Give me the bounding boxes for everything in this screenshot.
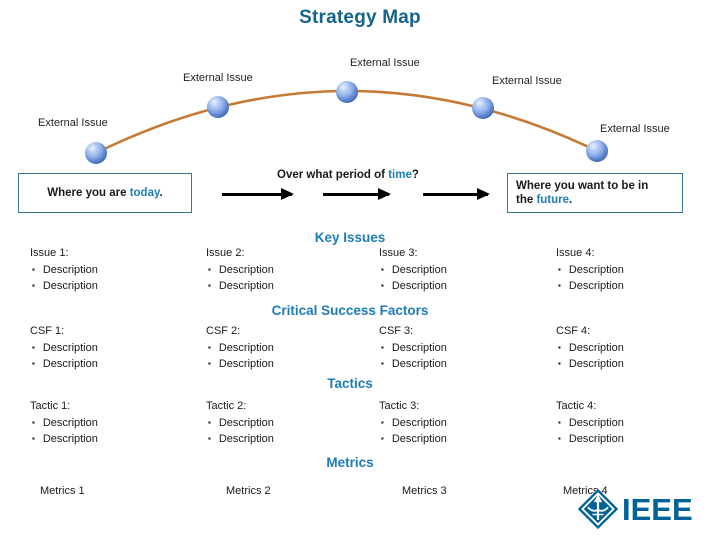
- bullet-item: Description: [379, 262, 539, 278]
- arc-node-icon: [85, 142, 107, 164]
- time-highlight: time: [388, 169, 412, 181]
- today-box-text: Where you are today.: [47, 187, 163, 199]
- arc-node-icon: [472, 97, 494, 119]
- csf-column-4: CSF 4: Description Description: [556, 323, 716, 372]
- future-highlight: future: [536, 194, 570, 206]
- column-label: CSF 2:: [206, 325, 241, 337]
- arc-label: External Issue: [183, 72, 253, 84]
- key-issues-column-2: Issue 2: Description Description: [206, 245, 366, 294]
- today-highlight: today: [129, 187, 160, 199]
- arc-node-icon: [586, 140, 608, 162]
- bullet-item: Description: [556, 415, 716, 431]
- arc-node-icon: [207, 96, 229, 118]
- timeline-arrow-icon: [323, 188, 391, 200]
- bullet-item: Description: [30, 356, 190, 372]
- bullet-item: Description: [206, 262, 366, 278]
- column-label: Tactic 4:: [556, 400, 597, 412]
- tactics-column-1: Tactic 1: Description Description: [30, 398, 190, 447]
- column-label: Issue 2:: [206, 247, 245, 259]
- timeline-arrow-icon: [423, 188, 490, 200]
- timeline-arrow-icon: [222, 188, 294, 200]
- metrics-column-1: Metrics 1: [40, 485, 85, 497]
- column-label: Tactic 1:: [30, 400, 71, 412]
- heading-tactics: Tactics: [327, 376, 373, 391]
- today-box: Where you are today.: [18, 173, 192, 213]
- bullet-item: Description: [379, 278, 539, 294]
- arc-label: External Issue: [600, 123, 670, 135]
- csf-column-1: CSF 1: Description Description: [30, 323, 190, 372]
- bullet-item: Description: [556, 340, 716, 356]
- column-label: Issue 1:: [30, 247, 69, 259]
- arc-label: External Issue: [38, 117, 108, 129]
- bullet-item: Description: [206, 431, 366, 447]
- bullet-item: Description: [30, 262, 190, 278]
- tactics-column-3: Tactic 3: Description Description: [379, 398, 539, 447]
- bullet-item: Description: [30, 278, 190, 294]
- ieee-logo: IEEE: [576, 487, 693, 531]
- arc-label: External Issue: [492, 75, 562, 87]
- csf-column-3: CSF 3: Description Description: [379, 323, 539, 372]
- bullet-item: Description: [556, 262, 716, 278]
- bullet-item: Description: [379, 356, 539, 372]
- column-label: Issue 4:: [556, 247, 595, 259]
- key-issues-column-4: Issue 4: Description Description: [556, 245, 716, 294]
- column-label: Tactic 3:: [379, 400, 420, 412]
- column-label: CSF 4:: [556, 325, 591, 337]
- bullet-item: Description: [206, 340, 366, 356]
- arc-node-icon: [336, 81, 358, 103]
- csf-column-2: CSF 2: Description Description: [206, 323, 366, 372]
- column-label: Tactic 2:: [206, 400, 247, 412]
- bullet-item: Description: [379, 431, 539, 447]
- metrics-column-2: Metrics 2: [226, 485, 271, 497]
- bullet-item: Description: [556, 278, 716, 294]
- bullet-item: Description: [30, 415, 190, 431]
- heading-key-issues: Key Issues: [314, 230, 386, 245]
- bullet-item: Description: [379, 340, 539, 356]
- key-issues-column-1: Issue 1: Description Description: [30, 245, 190, 294]
- bullet-item: Description: [206, 415, 366, 431]
- column-label: CSF 1:: [30, 325, 65, 337]
- column-label: CSF 3:: [379, 325, 414, 337]
- bullet-item: Description: [556, 356, 716, 372]
- page-title: Strategy Map: [299, 7, 421, 28]
- bullet-item: Description: [206, 278, 366, 294]
- arc-label: External Issue: [350, 57, 420, 69]
- ieee-diamond-icon: [577, 488, 619, 530]
- bullet-item: Description: [30, 340, 190, 356]
- heading-critical-success-factors: Critical Success Factors: [271, 303, 429, 318]
- key-issues-column-3: Issue 3: Description Description: [379, 245, 539, 294]
- bullet-item: Description: [30, 431, 190, 447]
- bullet-item: Description: [206, 356, 366, 372]
- ieee-wordmark: IEEE: [622, 491, 693, 527]
- period-question: Over what period of time?: [277, 169, 419, 181]
- bullet-item: Description: [556, 431, 716, 447]
- column-label: Issue 3:: [379, 247, 418, 259]
- bullet-item: Description: [379, 415, 539, 431]
- tactics-column-2: Tactic 2: Description Description: [206, 398, 366, 447]
- metrics-column-3: Metrics 3: [402, 485, 447, 497]
- tactics-column-4: Tactic 4: Description Description: [556, 398, 716, 447]
- heading-metrics: Metrics: [326, 455, 374, 470]
